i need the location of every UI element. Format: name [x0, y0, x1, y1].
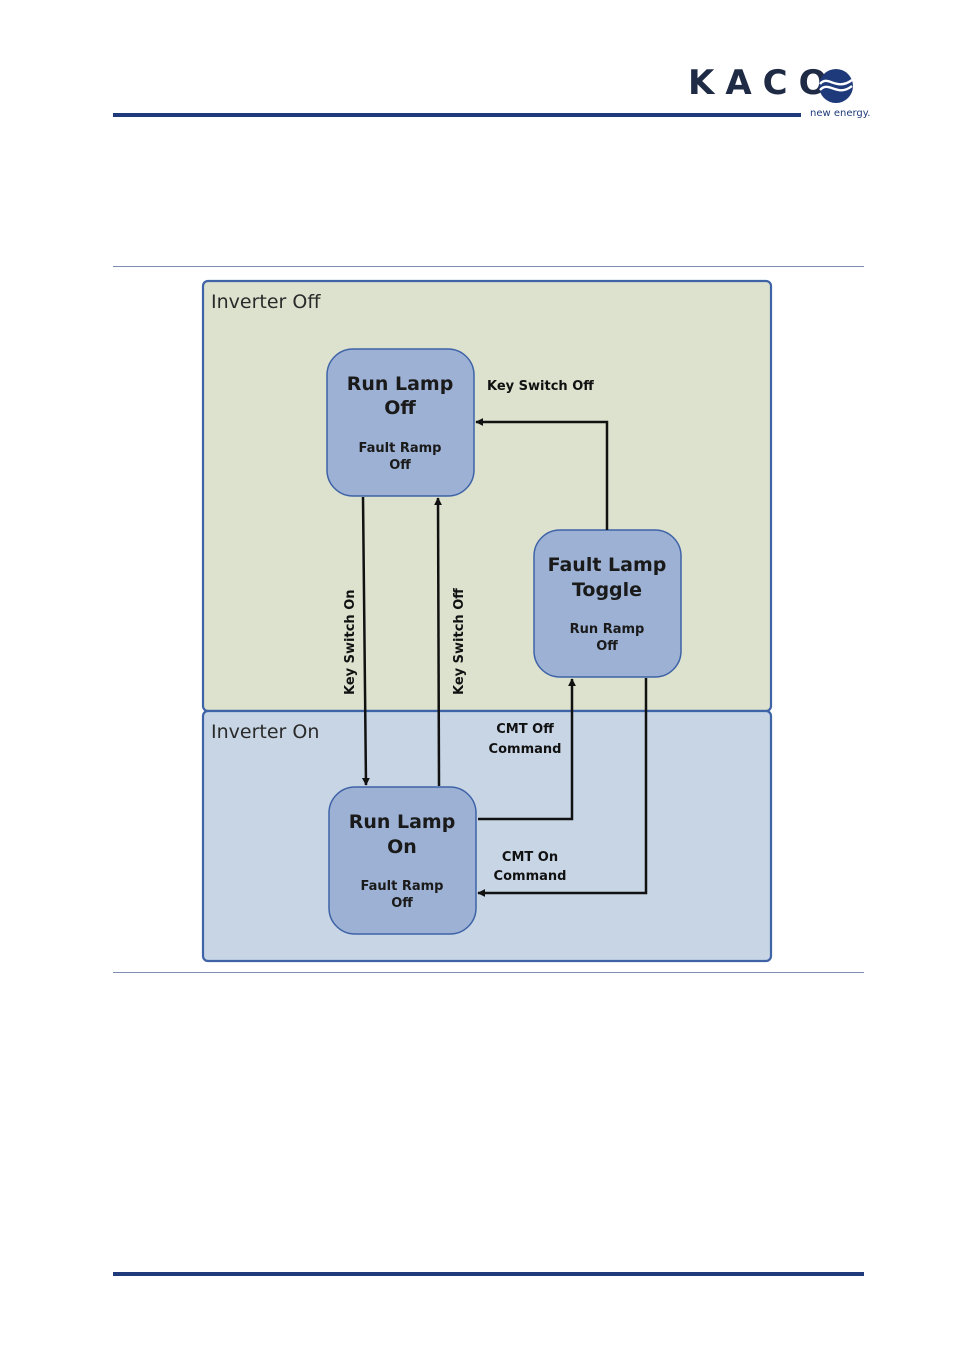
run-lamp-on-sub-1: Fault Ramp — [361, 879, 444, 894]
state-run-lamp-off — [326, 348, 475, 497]
arrow-key-switch-off-up — [434, 497, 443, 787]
diagram-bottom-divider — [113, 972, 864, 973]
header-rule — [113, 113, 801, 117]
run-lamp-off-title-2: Off — [384, 397, 416, 419]
state-fault-lamp-toggle — [533, 529, 682, 678]
inverter-off-region — [201, 279, 773, 713]
inverter-off-label: Inverter Off — [211, 291, 321, 313]
fault-lamp-toggle-title-2: Toggle — [572, 579, 642, 601]
label-cmt-off-1: CMT Off — [496, 722, 554, 737]
arrow-key-switch-on — [361, 496, 370, 786]
run-lamp-off-sub-1: Fault Ramp — [359, 441, 442, 456]
fault-lamp-toggle-title-1: Fault Lamp — [548, 554, 667, 576]
run-lamp-on-title-2: On — [387, 836, 417, 858]
arrow-key-switch-off-fault — [475, 418, 609, 530]
state-run-lamp-on — [328, 786, 477, 935]
label-key-switch-off-up: Key Switch Off — [452, 588, 467, 695]
label-key-switch-on: Key Switch On — [343, 590, 358, 696]
footer-rule — [113, 1272, 864, 1276]
run-lamp-on-sub-2: Off — [391, 896, 413, 911]
label-cmt-off-2: Command — [489, 742, 562, 757]
label-key-switch-off-fault: Key Switch Off — [487, 379, 594, 394]
brand-logo-text: KACO — [688, 63, 839, 103]
run-lamp-off-title-1: Run Lamp — [347, 373, 454, 395]
diagram-top-divider — [113, 266, 864, 267]
kaco-wave-icon — [819, 69, 853, 103]
fault-lamp-toggle-sub-1: Run Ramp — [570, 622, 645, 637]
fault-lamp-toggle-sub-2: Off — [596, 639, 618, 654]
arrow-cmt-on — [477, 678, 648, 897]
run-lamp-on-title-1: Run Lamp — [349, 811, 456, 833]
label-cmt-on-1: CMT On — [502, 850, 558, 865]
run-lamp-off-sub-2: Off — [389, 458, 411, 473]
inverter-on-label: Inverter On — [211, 721, 319, 743]
brand-tagline: new energy. — [810, 108, 871, 119]
arrow-cmt-off — [478, 678, 576, 821]
label-cmt-on-2: Command — [494, 869, 567, 884]
inverter-on-region — [201, 709, 773, 963]
